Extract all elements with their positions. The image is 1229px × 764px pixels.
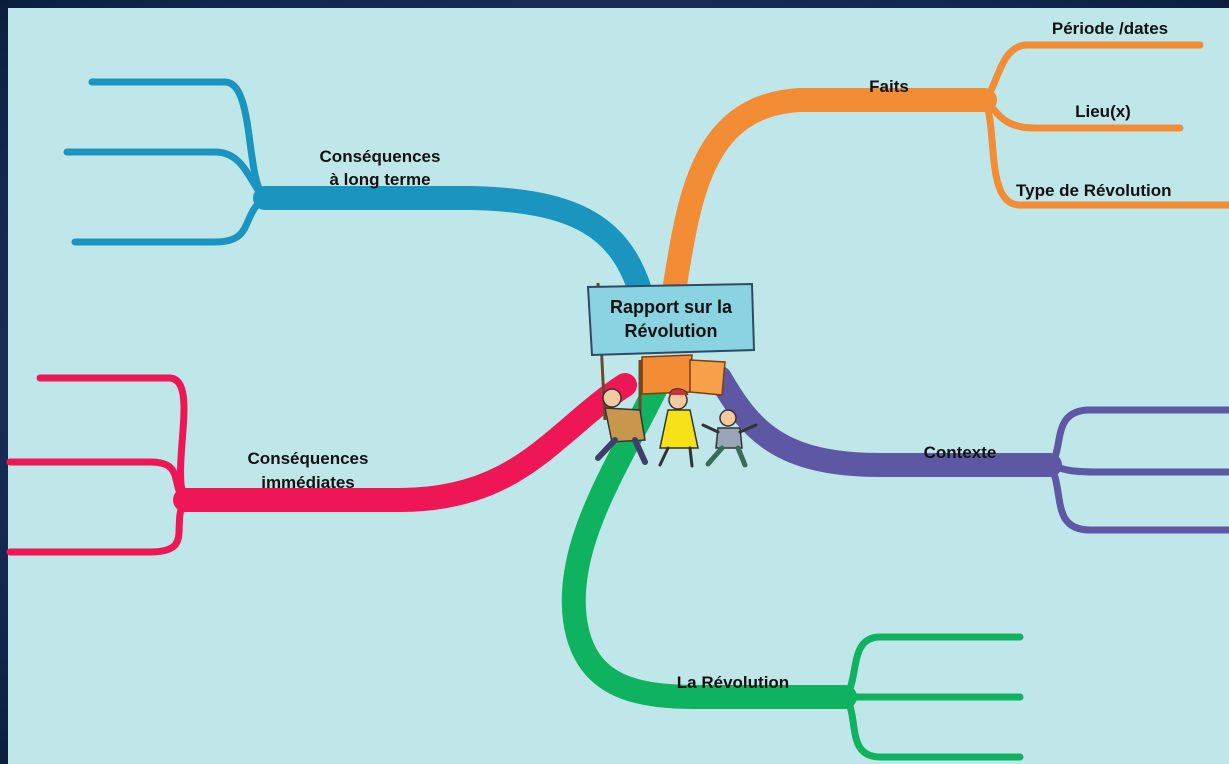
branch-long-terme-label-line1: Conséquences bbox=[320, 147, 441, 166]
branch-consequences-long-terme bbox=[63, 78, 652, 302]
faits-item-lieu: Lieu(x) bbox=[1075, 102, 1131, 121]
twig-periode bbox=[981, 41, 1204, 104]
branch-faits bbox=[663, 41, 1229, 297]
branch-contexte bbox=[708, 366, 1229, 534]
central-topic-line2: Révolution bbox=[625, 321, 718, 341]
twig-immediates-2 bbox=[6, 458, 189, 504]
branch-revolution-label: La Révolution bbox=[677, 673, 789, 692]
faits-item-type: Type de Révolution bbox=[1016, 181, 1172, 200]
branch-consequences-immediates bbox=[6, 373, 637, 556]
branch-immediates-label-line2: immédiates bbox=[261, 473, 355, 492]
branch-long-terme-label-line2: à long terme bbox=[329, 170, 430, 189]
branch-contexte-label: Contexte bbox=[924, 443, 997, 462]
twig-contexte-1 bbox=[1046, 406, 1229, 469]
branch-immediates-trunk bbox=[173, 373, 637, 512]
twig-revolution-3 bbox=[841, 693, 1024, 761]
branch-revolution-trunk bbox=[561, 378, 857, 709]
faits-item-periode: Période /dates bbox=[1052, 19, 1168, 38]
branch-contexte-trunk bbox=[708, 366, 1062, 477]
branch-long-terme-trunk bbox=[253, 186, 652, 302]
twig-contexte-3 bbox=[1046, 461, 1229, 534]
central-topic-box bbox=[586, 282, 756, 357]
central-topic: Rapport sur la Révolution bbox=[586, 282, 756, 357]
twig-type bbox=[981, 96, 1229, 209]
branch-la-revolution bbox=[561, 378, 1024, 761]
twig-long-terme-2 bbox=[63, 148, 269, 202]
branch-faits-trunk bbox=[663, 88, 997, 297]
twig-immediates-3 bbox=[6, 496, 189, 556]
branch-faits-label: Faits bbox=[869, 77, 909, 96]
twig-revolution-1 bbox=[841, 633, 1024, 701]
central-topic-line1: Rapport sur la bbox=[610, 297, 733, 317]
twig-long-terme-3 bbox=[71, 194, 269, 246]
twig-immediates-1 bbox=[36, 374, 189, 504]
branch-immediates-label-line1: Conséquences bbox=[248, 449, 369, 468]
